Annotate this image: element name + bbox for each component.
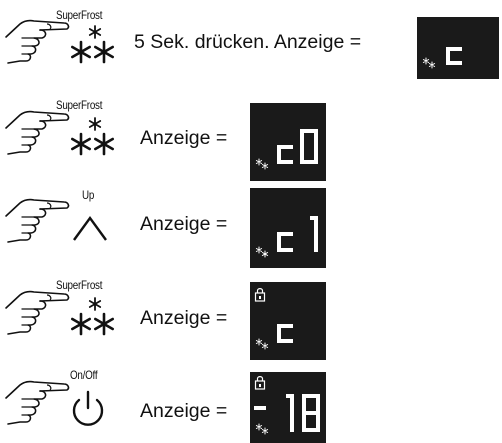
superfrost-snowflake-icon [71, 25, 114, 64]
display-segment-c [446, 47, 462, 65]
step-3: Up Anzeige = [0, 180, 502, 270]
instruction-text: Anzeige = [140, 307, 228, 329]
display-snowflake-icon [255, 246, 269, 258]
display-segment-1 [286, 394, 294, 432]
display-segment-c [277, 324, 293, 343]
instruction-text: Anzeige = [140, 400, 228, 422]
display-segment-c [277, 145, 293, 164]
pointing-hand-icon [5, 198, 70, 243]
up-arrow-icon [73, 215, 107, 241]
display-panel [250, 372, 326, 443]
display-snowflake-icon [255, 338, 269, 350]
pointing-hand-icon [5, 380, 70, 425]
display-panel [250, 103, 326, 181]
lock-icon [254, 376, 266, 390]
display-segment-8 [302, 394, 320, 432]
display-segment-1 [310, 216, 318, 252]
display-panel [250, 188, 326, 268]
button-label-on-off: On/Off [70, 368, 98, 382]
instruction-text: Anzeige = [140, 127, 228, 149]
lock-icon [254, 288, 266, 302]
superfrost-snowflake-icon [71, 297, 114, 336]
display-dash [254, 406, 266, 410]
step-4: SuperFrost Anzeige = [0, 270, 502, 360]
display-segment-0 [300, 129, 318, 164]
display-panel [250, 282, 326, 360]
step-2: SuperFrost Anzeige = [0, 90, 502, 181]
instruction-text: 5 Sek. drücken. Anzeige = [134, 31, 362, 53]
instruction-text: Anzeige = [140, 213, 228, 235]
display-snowflake-icon [255, 423, 269, 435]
button-label-superfrost: SuperFrost [56, 8, 103, 22]
display-snowflake-icon [422, 57, 436, 69]
display-snowflake-icon [255, 158, 269, 170]
button-label-superfrost: SuperFrost [56, 98, 103, 112]
power-icon [72, 390, 104, 426]
superfrost-snowflake-icon [71, 117, 114, 156]
step-5: On/Off Anzeige = [0, 360, 502, 443]
button-label-up: Up [82, 188, 95, 202]
display-panel [417, 17, 499, 79]
step-1: SuperFrost 5 Sek. drücken. Anzeige = [0, 0, 502, 90]
button-label-superfrost: SuperFrost [56, 278, 103, 292]
display-segment-c [277, 232, 293, 252]
